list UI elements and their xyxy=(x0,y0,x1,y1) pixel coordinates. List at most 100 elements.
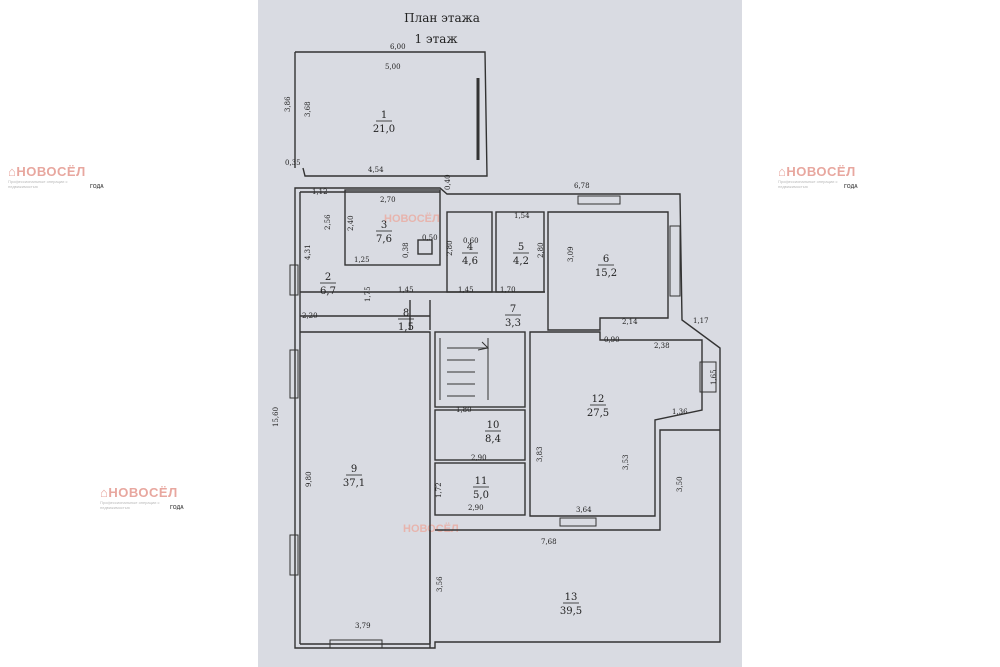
dimension-label: 1,75 xyxy=(364,286,372,302)
dimension-label: 1,45 xyxy=(458,286,474,294)
dimension-label: 2,14 xyxy=(622,318,638,326)
dimension-label: 2,80 xyxy=(446,240,454,256)
window xyxy=(577,195,621,205)
dimension-label: 2,90 xyxy=(468,504,484,512)
wall-room-13 xyxy=(435,429,720,531)
dimension-label: 3,79 xyxy=(355,622,371,630)
room-label-9: 937,1 xyxy=(343,464,365,489)
dimension-label: 0,35 xyxy=(285,159,301,167)
watermark-brand: ⌂НОВОСЁЛ xyxy=(778,164,856,179)
room-area: 3,3 xyxy=(505,318,521,329)
dimension-label: 3,83 xyxy=(536,446,544,462)
room-label-8: 81,5 xyxy=(398,308,414,333)
room-label-4: 44,6 xyxy=(462,242,478,267)
watermark-right: ⌂НОВОСЁЛ Профессиональные операции с нед… xyxy=(778,164,858,190)
dimension-label: 15,60 xyxy=(272,407,280,427)
room-label-7: 73,3 xyxy=(505,304,521,329)
windows xyxy=(289,195,717,649)
dimension-label: 3,56 xyxy=(436,576,444,592)
dimension-label: 3,53 xyxy=(622,454,630,470)
house-icon: ⌂ xyxy=(8,164,17,179)
watermark-badge: ГОДА xyxy=(170,505,184,511)
room-label-11: 115,0 xyxy=(473,476,489,501)
room-area: 6,7 xyxy=(320,286,336,297)
dimension-label: 4,31 xyxy=(304,244,312,260)
dimension-label: 2,80 xyxy=(537,242,545,258)
plan-title: План этажа xyxy=(404,11,480,25)
dimension-label: 3,68 xyxy=(304,101,312,117)
house-icon: ⌂ xyxy=(100,485,109,500)
room-number: 11 xyxy=(475,476,488,487)
stairs xyxy=(439,338,489,400)
window xyxy=(289,349,299,399)
room-area: 39,5 xyxy=(560,606,582,617)
dimension-label: 1,45 xyxy=(398,286,414,294)
room-number: 9 xyxy=(351,464,357,475)
plan-subtitle: 1 этаж xyxy=(414,32,457,46)
room-area: 1,5 xyxy=(398,322,414,333)
floor-plan-sheet xyxy=(258,0,742,667)
stair-enclosure xyxy=(434,331,526,408)
room-label-5: 54,2 xyxy=(513,242,529,267)
wall-room-12 xyxy=(529,331,703,517)
window xyxy=(559,517,597,527)
room-3-niche xyxy=(417,239,433,255)
house-icon: ⌂ xyxy=(778,164,787,179)
watermark-bottom-left: ⌂НОВОСЁЛ Профессиональные операции с нед… xyxy=(100,485,184,511)
dimension-label: 1,17 xyxy=(693,317,709,325)
watermark-badge: ГОДА xyxy=(90,184,104,190)
watermark-tagline: Профессиональные операции с недвижимость… xyxy=(100,500,160,510)
wall-room-1 xyxy=(295,51,488,177)
dimension-label: 3,50 xyxy=(676,476,684,492)
room-area: 8,4 xyxy=(485,434,501,445)
wall-corridor xyxy=(300,291,545,330)
room-area: 7,6 xyxy=(376,234,392,245)
dimension-label: 1,80 xyxy=(456,406,472,414)
dimension-label: 1,12 xyxy=(312,188,328,196)
dimension-label: 6,78 xyxy=(574,182,590,190)
room-area: 37,1 xyxy=(343,478,365,489)
room-area: 4,6 xyxy=(462,256,478,267)
window xyxy=(669,225,681,297)
dimension-label: 2,38 xyxy=(654,342,670,350)
dimension-label: 0,38 xyxy=(402,242,410,258)
room-area: 15,2 xyxy=(595,268,617,279)
window xyxy=(329,639,383,649)
dimension-label: 5,00 xyxy=(385,63,401,71)
dimension-label: 1,25 xyxy=(354,256,370,264)
dimension-label: 3,86 xyxy=(284,96,292,112)
room-label-1: 121,0 xyxy=(373,110,395,135)
dimension-label: 3,09 xyxy=(567,246,575,262)
wall-room-10 xyxy=(434,409,526,461)
dimension-label: 9,80 xyxy=(305,471,313,487)
window xyxy=(289,264,299,296)
dimension-label: 2,40 xyxy=(347,215,355,231)
dimension-label: 0,90 xyxy=(604,336,620,344)
room-number: 8 xyxy=(403,308,409,319)
watermark-left: ⌂НОВОСЁЛ Профессиональные операции с нед… xyxy=(8,164,104,190)
dimension-label: 7,68 xyxy=(541,538,557,546)
room-number: 4 xyxy=(467,242,473,253)
watermark-on-sheet: НОВОСЁЛ xyxy=(403,522,459,535)
dimension-label: 1,72 xyxy=(435,482,443,498)
room-area: 4,2 xyxy=(513,256,529,267)
wall-room-9 xyxy=(300,331,431,648)
dimension-label: 2,70 xyxy=(380,196,396,204)
inner-wall xyxy=(299,191,440,645)
room-number: 1 xyxy=(381,110,387,121)
dimension-label: 2,56 xyxy=(324,214,332,230)
dimension-label: 3,64 xyxy=(576,506,592,514)
watermark-on-sheet: НОВОСЁЛ xyxy=(384,212,440,225)
outer-wall xyxy=(294,187,721,649)
window xyxy=(289,534,299,576)
watermark-badge: ГОДА xyxy=(844,184,858,190)
dimension-label: 0,60 xyxy=(463,237,479,245)
dimension-label: 6,00 xyxy=(390,43,406,51)
watermark-brand: ⌂НОВОСЁЛ xyxy=(100,485,178,500)
room-number: 2 xyxy=(325,272,331,283)
room-label-2: 26,7 xyxy=(320,272,336,297)
watermark-tagline: Профессиональные операции с недвижимость… xyxy=(778,179,838,189)
room-label-10: 108,4 xyxy=(485,420,501,445)
